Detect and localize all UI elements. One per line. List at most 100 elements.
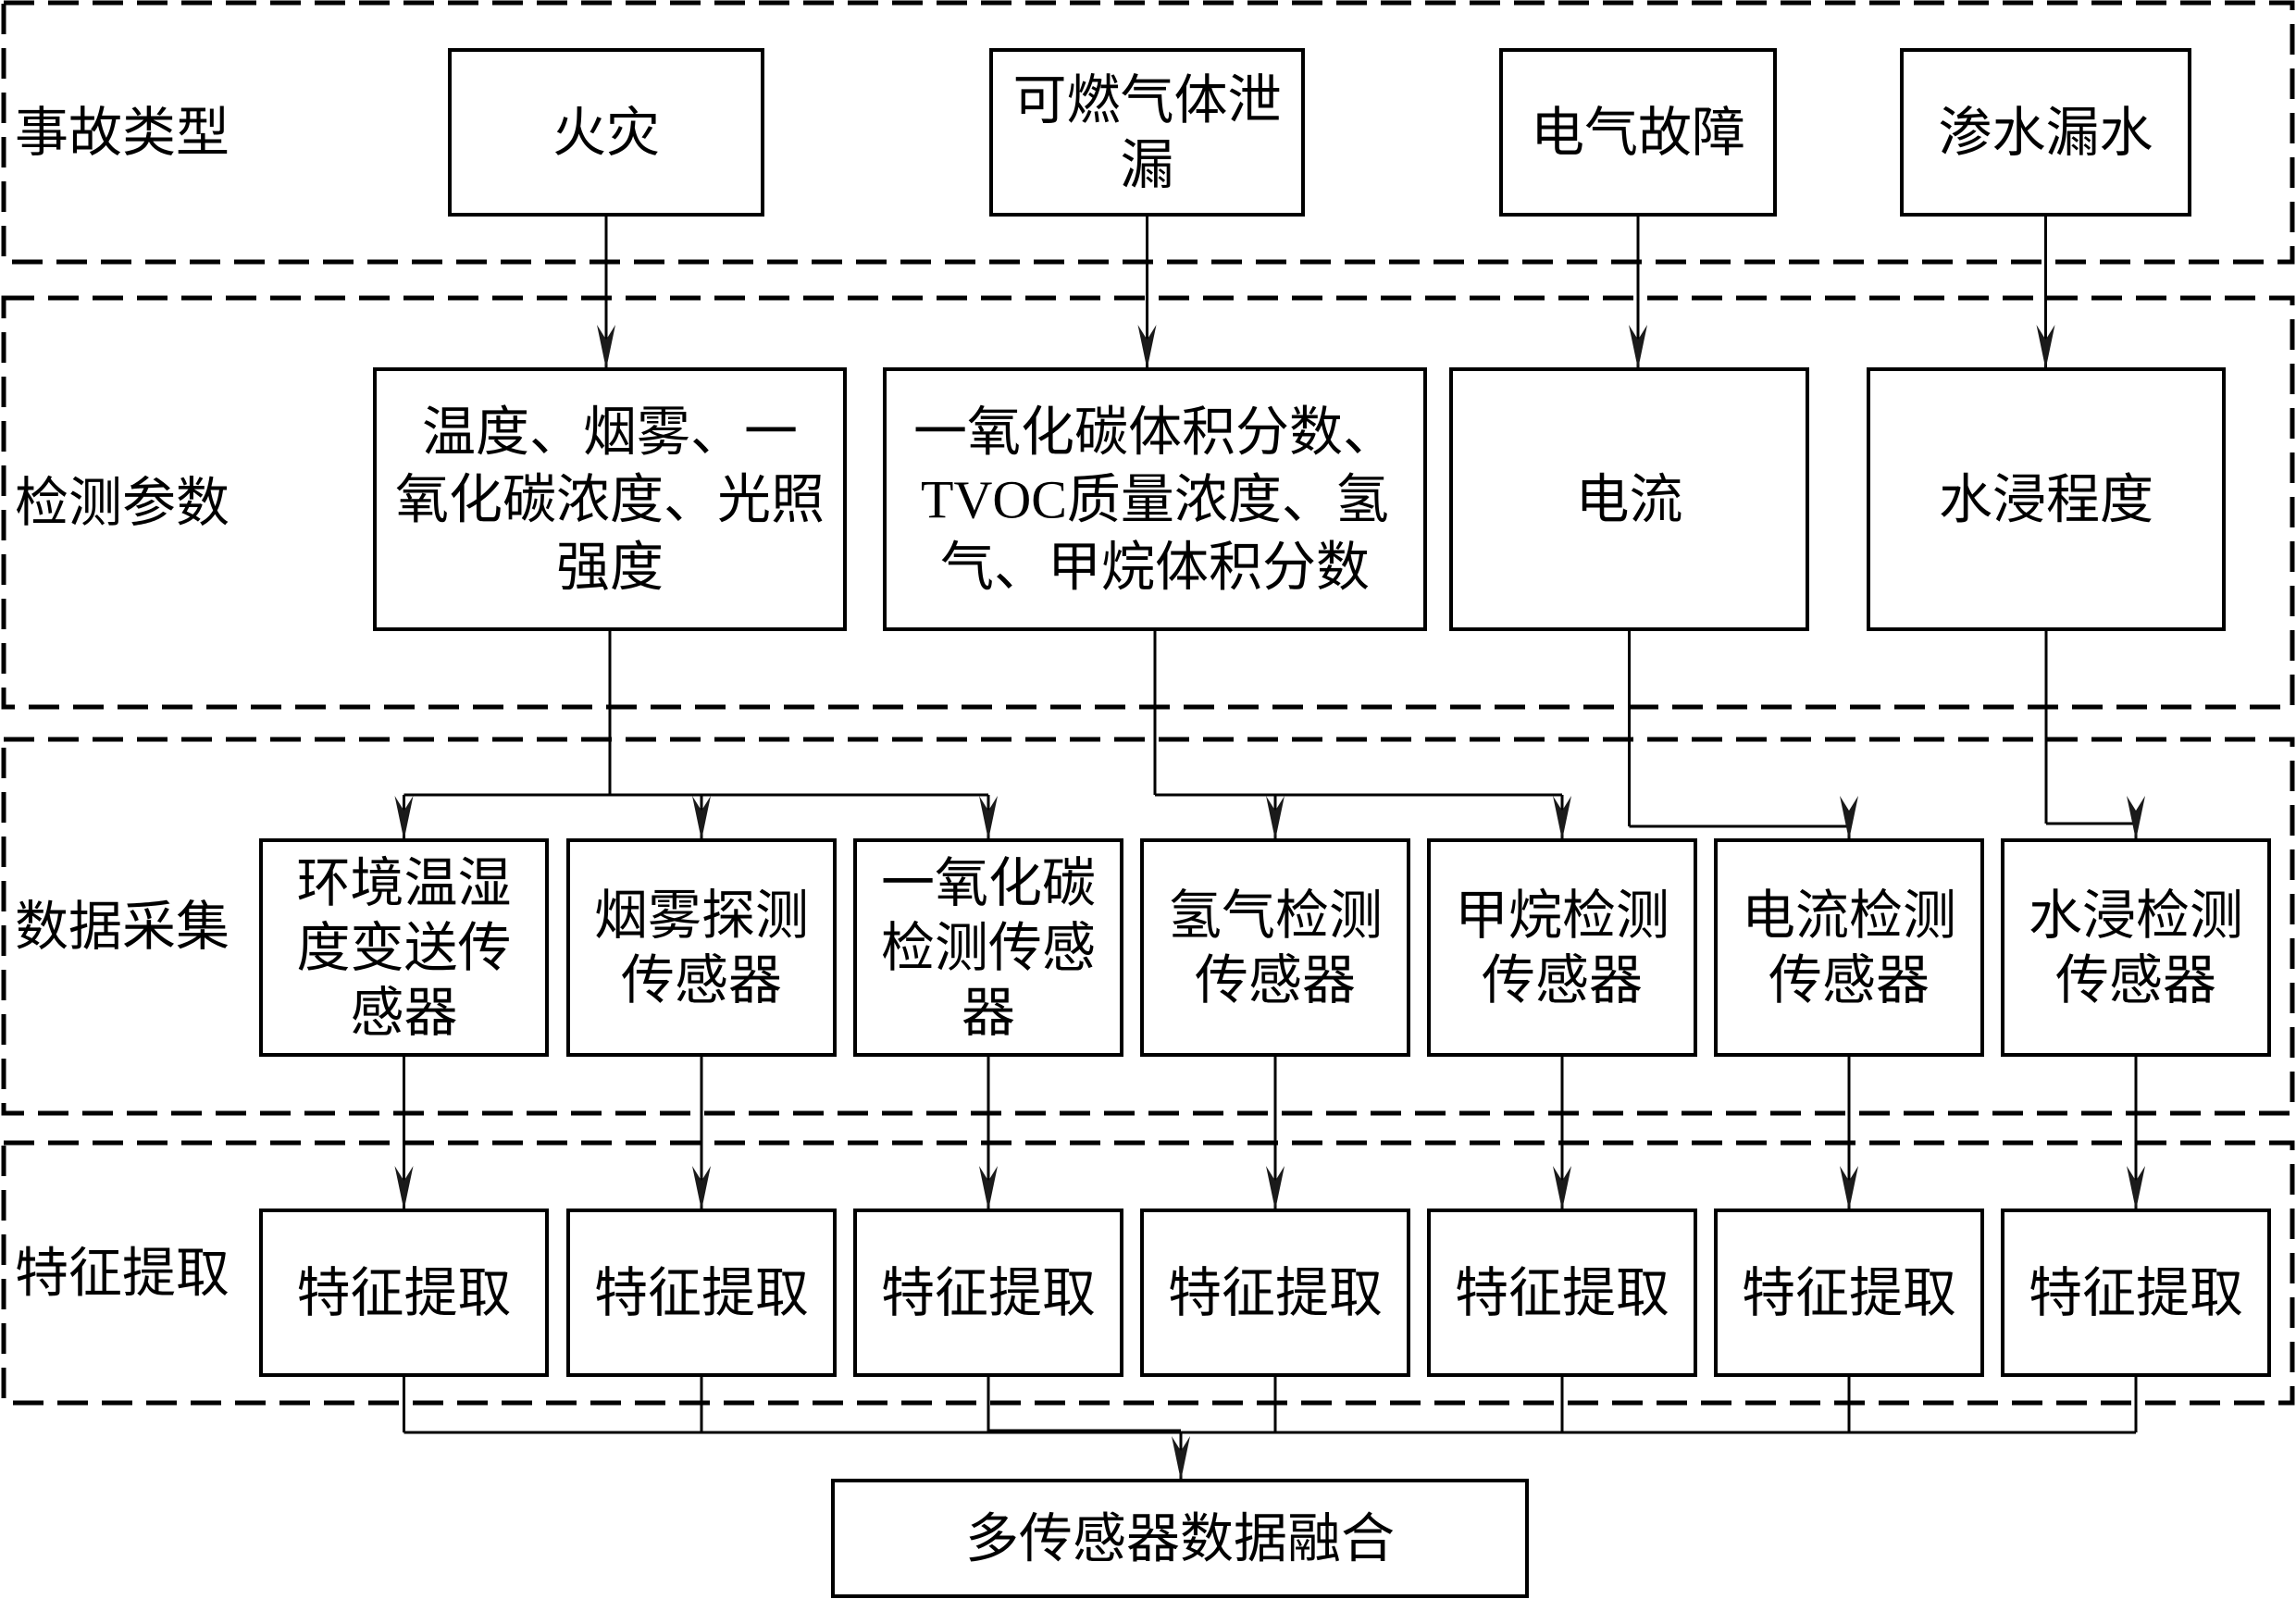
sensor-methane-sensor-frame bbox=[1427, 838, 1697, 1057]
sensor-temp-humidity-sensor-frame bbox=[259, 838, 549, 1057]
sensor-smoke-sensor-frame bbox=[566, 838, 837, 1057]
section-frame-feature-extraction bbox=[1, 1140, 2295, 1406]
feature-extraction-3-text-line: 特征提取 bbox=[881, 1263, 1096, 1323]
fusion-box-frame bbox=[831, 1479, 1529, 1598]
parameter-gas-params-frame bbox=[883, 367, 1427, 631]
parameter-current-param: 电流 bbox=[1449, 367, 1809, 631]
feature-extraction-6-text-line: 特征提取 bbox=[1742, 1263, 1956, 1323]
feature-extraction-2-text-line: 特征提取 bbox=[594, 1263, 809, 1323]
fusion-box-text-line: 多传感器数据融合 bbox=[965, 1509, 1395, 1569]
feature-extraction-4-text-line: 特征提取 bbox=[1168, 1263, 1383, 1323]
feature-extraction-1-text-line: 特征提取 bbox=[296, 1263, 511, 1323]
accident-type-water-leak: 渗水漏水 bbox=[1900, 48, 2191, 217]
section-frame-detection-parameters bbox=[1, 295, 2295, 710]
parameter-gas-params-text-line: 气、甲烷体积分数 bbox=[940, 538, 1370, 598]
feature-extraction-5-text-line: 特征提取 bbox=[1455, 1263, 1669, 1323]
arrow-head-icon bbox=[597, 325, 615, 369]
arrow-head-icon bbox=[979, 796, 998, 840]
feature-extraction-3-frame bbox=[853, 1209, 1123, 1377]
parameter-water-param: 水浸程度 bbox=[1867, 367, 2226, 631]
sensor-water-sensor-text-line: 水浸检测 bbox=[2029, 886, 2243, 946]
sensor-current-sensor-frame bbox=[1714, 838, 1984, 1057]
parameter-water-param-text-line: 水浸程度 bbox=[1939, 470, 2153, 530]
sensor-temp-humidity-sensor-text-line: 度变送传 bbox=[296, 918, 511, 978]
arrow-head-icon bbox=[692, 796, 711, 840]
arrow-head-icon bbox=[1840, 796, 1858, 840]
accident-type-gas-leak-text-line: 漏 bbox=[1120, 135, 1173, 195]
section-label-detection-parameters: 检测参数 bbox=[15, 473, 230, 533]
accident-type-gas-leak-text-line: 可燃气体泄 bbox=[1012, 70, 1281, 130]
parameter-gas-params: 一氧化碳体积分数、TVOC质量浓度、氢气、甲烷体积分数 bbox=[883, 367, 1427, 631]
feature-extraction-5: 特征提取 bbox=[1427, 1209, 1697, 1377]
sensor-methane-sensor-text-line: 传感器 bbox=[1482, 950, 1643, 1010]
sensor-smoke-sensor-text-line: 烟雾探测 bbox=[594, 886, 809, 946]
feature-extraction-4-frame bbox=[1140, 1209, 1410, 1377]
arrow-head-icon bbox=[1553, 1166, 1571, 1210]
accident-type-gas-leak-frame bbox=[989, 48, 1305, 217]
arrow-head-icon bbox=[2127, 1166, 2145, 1210]
arrow-head-icon bbox=[979, 1166, 998, 1210]
accident-type-electrical-fault: 电气故障 bbox=[1499, 48, 1777, 217]
parameter-current-param-frame bbox=[1449, 367, 1809, 631]
parameter-current-param-text-line: 电流 bbox=[1575, 470, 1682, 530]
feature-extraction-2: 特征提取 bbox=[566, 1209, 837, 1377]
feature-extraction-6: 特征提取 bbox=[1714, 1209, 1984, 1377]
arrow-head-icon bbox=[2127, 796, 2145, 840]
arrow-head-icon bbox=[1266, 796, 1285, 840]
arrow-head-icon bbox=[394, 796, 414, 840]
feature-extraction-2-frame bbox=[566, 1209, 837, 1377]
sensor-current-sensor-text-line: 传感器 bbox=[1769, 950, 1930, 1010]
feature-extraction-6-frame bbox=[1714, 1209, 1984, 1377]
sensor-water-sensor-text-line: 传感器 bbox=[2055, 950, 2216, 1010]
parameter-fire-params-text-line: 氧化碳浓度、光照 bbox=[395, 470, 825, 530]
sensor-co-sensor-text-line: 器 bbox=[962, 983, 1015, 1043]
arrow-head-icon bbox=[1629, 325, 1647, 369]
parameter-water-param-frame bbox=[1867, 367, 2226, 631]
arrow-head-icon bbox=[394, 1166, 414, 1210]
accident-type-electrical-fault-text-line: 电气故障 bbox=[1531, 103, 1745, 163]
accident-type-water-leak-frame bbox=[1900, 48, 2191, 217]
section-label-feature-extraction: 特征提取 bbox=[15, 1244, 230, 1304]
section-label-data-collection: 数据采集 bbox=[15, 897, 230, 957]
accident-type-electrical-fault-frame bbox=[1499, 48, 1777, 217]
accident-type-fire: 火灾 bbox=[448, 48, 764, 217]
sensor-temp-humidity-sensor-text-line: 感器 bbox=[350, 983, 457, 1043]
feature-extraction-1: 特征提取 bbox=[259, 1209, 549, 1377]
sensor-smoke-sensor-text-line: 传感器 bbox=[621, 950, 782, 1010]
parameter-fire-params-text-line: 强度 bbox=[556, 538, 664, 598]
feature-extraction-1-frame bbox=[259, 1209, 549, 1377]
arrow-head-icon bbox=[2036, 325, 2055, 369]
sensor-co-sensor-text-line: 一氧化碳 bbox=[881, 853, 1096, 913]
feature-extraction-7-frame bbox=[2001, 1209, 2271, 1377]
sensor-methane-sensor-text-line: 甲烷检测 bbox=[1455, 886, 1669, 946]
sensor-water-sensor-frame bbox=[2001, 838, 2271, 1057]
sensor-current-sensor-text-line: 电流检测 bbox=[1742, 886, 1956, 946]
sensor-hydrogen-sensor-frame bbox=[1140, 838, 1410, 1057]
feature-extraction-5-frame bbox=[1427, 1209, 1697, 1377]
sensor-co-sensor-text-line: 检测传感 bbox=[881, 918, 1096, 978]
feature-extraction-3: 特征提取 bbox=[853, 1209, 1123, 1377]
feature-extraction-7-text-line: 特征提取 bbox=[2029, 1263, 2243, 1323]
arrow-head-icon bbox=[1840, 1166, 1858, 1210]
feature-extraction-7: 特征提取 bbox=[2001, 1209, 2271, 1377]
parameter-gas-params-text-line: TVOC质量浓度、氢 bbox=[921, 470, 1389, 530]
accident-type-fire-text-line: 火灾 bbox=[552, 103, 660, 163]
parameter-fire-params-frame bbox=[373, 367, 847, 631]
section-frame-data-collection bbox=[1, 737, 2295, 1116]
parameter-fire-params-text-line: 温度、烟雾、一 bbox=[422, 403, 798, 463]
arrow-head-icon bbox=[1553, 796, 1571, 840]
boxes: 火灾可燃气体泄漏电气故障渗水漏水温度、烟雾、一氧化碳浓度、光照强度一氧化碳体积分… bbox=[259, 48, 2271, 1598]
section-label-accident-types: 事故类型 bbox=[15, 103, 230, 163]
connectors bbox=[394, 215, 2145, 1481]
